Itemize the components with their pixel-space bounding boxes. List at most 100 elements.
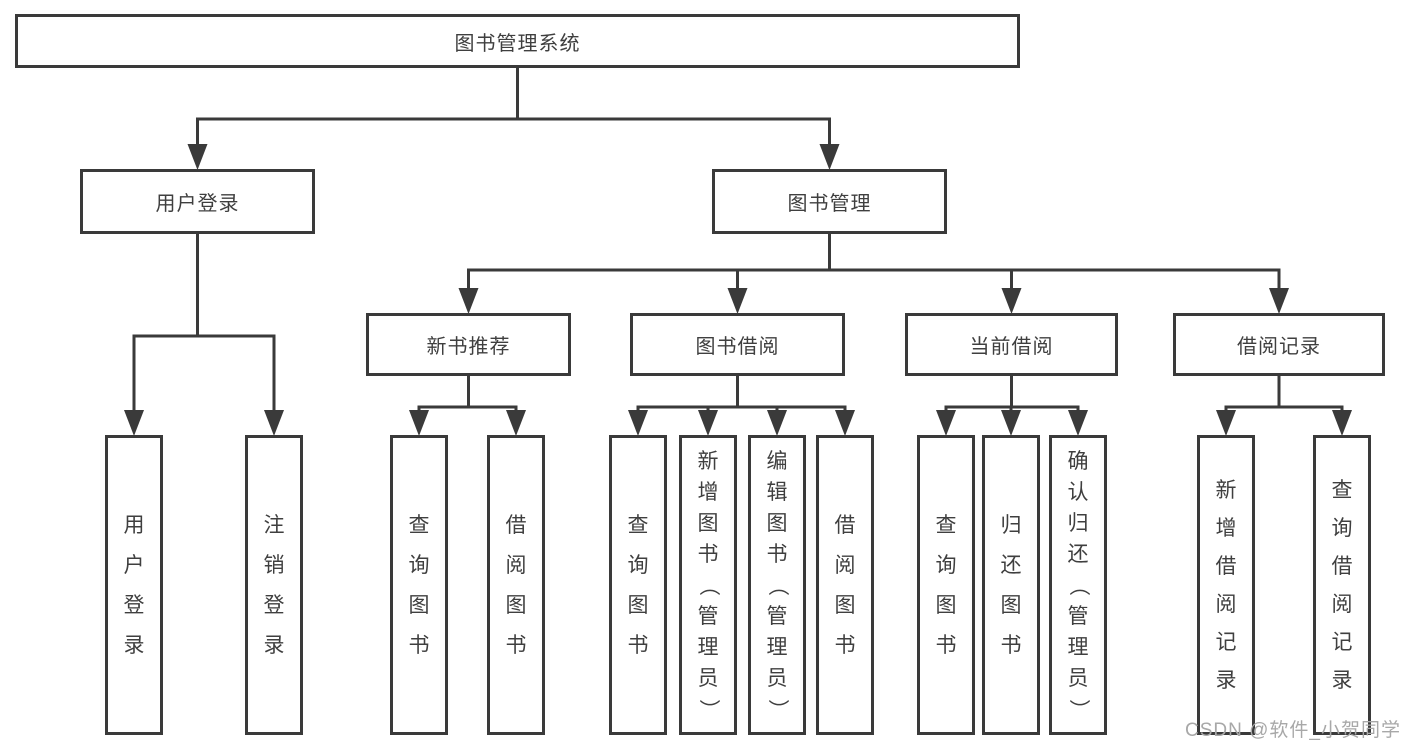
connector bbox=[187, 144, 208, 170]
node-label-char: 管 bbox=[1067, 604, 1089, 628]
connector bbox=[1001, 410, 1021, 436]
node-label-char: 管 bbox=[697, 604, 719, 628]
node-label-char: 书 bbox=[408, 633, 430, 657]
node-label: 当前借阅 bbox=[969, 336, 1054, 358]
node-label-char: 增 bbox=[697, 480, 719, 504]
node-label-char: （ bbox=[696, 574, 720, 596]
node-label-char: 书 bbox=[834, 633, 856, 657]
node-label-char: 图 bbox=[935, 593, 957, 617]
node-confirm-return-admin: 确认归还（管理员） bbox=[1049, 435, 1107, 735]
node-label-char: 图 bbox=[627, 593, 649, 617]
node-label-char: 用 bbox=[123, 513, 145, 537]
node-user-login-action: 用户登录 bbox=[105, 435, 163, 735]
node-label-char: 员 bbox=[766, 666, 788, 690]
connector bbox=[1068, 410, 1088, 436]
node-logout: 注销登录 bbox=[245, 435, 303, 735]
node-label-char: 销 bbox=[263, 553, 285, 577]
node-book-management: 图书管理 bbox=[712, 169, 947, 234]
node-label-char: 阅 bbox=[1215, 592, 1237, 616]
node-label-char: 图 bbox=[505, 593, 527, 617]
connector bbox=[1216, 410, 1236, 436]
connector bbox=[628, 410, 648, 436]
connector bbox=[727, 288, 748, 314]
node-label-char: 录 bbox=[1215, 668, 1237, 692]
node-borrow-book: 借阅图书 bbox=[487, 435, 545, 735]
node-label-char: 新 bbox=[697, 449, 719, 473]
node-label-char: 借 bbox=[1331, 554, 1353, 578]
node-label-char: 询 bbox=[627, 553, 649, 577]
node-label-char: 图 bbox=[697, 511, 719, 535]
node-label-char: 员 bbox=[697, 666, 719, 690]
node-label-char: 书 bbox=[697, 542, 719, 566]
node-borrow-book: 借阅图书 bbox=[816, 435, 874, 735]
node-label-char: 查 bbox=[408, 513, 430, 537]
node-label-char: 归 bbox=[1000, 513, 1022, 537]
node-label-char: 询 bbox=[1331, 516, 1353, 540]
node-label-char: 登 bbox=[263, 593, 285, 617]
node-label-char: 询 bbox=[935, 553, 957, 577]
node-label-char: 书 bbox=[505, 633, 527, 657]
node-label: 用户登录 bbox=[155, 193, 240, 215]
connector bbox=[936, 410, 956, 436]
node-edit-book-admin: 编辑图书（管理员） bbox=[748, 435, 806, 735]
node-label-char: 记 bbox=[1215, 630, 1237, 654]
node-query-books: 查询图书 bbox=[609, 435, 667, 735]
node-label-char: 理 bbox=[766, 635, 788, 659]
node-label-char: 录 bbox=[263, 633, 285, 657]
connector bbox=[767, 410, 787, 436]
node-label-char: 查 bbox=[1331, 478, 1353, 502]
node-label-char: ） bbox=[765, 698, 789, 720]
node-current-borrowing: 当前借阅 bbox=[905, 313, 1118, 376]
node-label-char: 归 bbox=[1067, 511, 1089, 535]
node-label-char: 图 bbox=[766, 511, 788, 535]
node-label-char: 确 bbox=[1067, 449, 1089, 473]
node-label-char: ） bbox=[1066, 698, 1090, 720]
node-label-char: 书 bbox=[766, 542, 788, 566]
node-label-char: 录 bbox=[123, 633, 145, 657]
node-label-char: 借 bbox=[834, 513, 856, 537]
connector bbox=[506, 410, 526, 436]
node-borrowing-records: 借阅记录 bbox=[1173, 313, 1385, 376]
node-label-char: 借 bbox=[505, 513, 527, 537]
node-label-char: 登 bbox=[123, 593, 145, 617]
node-user-login: 用户登录 bbox=[80, 169, 315, 234]
node-label-char: 理 bbox=[1067, 635, 1089, 659]
node-label-char: 辑 bbox=[766, 480, 788, 504]
node-label: 新书推荐 bbox=[426, 336, 511, 358]
node-add-borrow-record: 新增借阅记录 bbox=[1197, 435, 1255, 735]
node-label-char: 编 bbox=[766, 449, 788, 473]
node-label-char: ） bbox=[696, 698, 720, 720]
node-add-book-admin: 新增图书（管理员） bbox=[679, 435, 737, 735]
node-label-char: 注 bbox=[263, 513, 285, 537]
node-label-char: 阅 bbox=[1331, 592, 1353, 616]
connector bbox=[835, 410, 855, 436]
node-label-char: 查 bbox=[627, 513, 649, 537]
node-label-char: 新 bbox=[1215, 478, 1237, 502]
connector bbox=[819, 144, 840, 170]
connector bbox=[1001, 288, 1022, 314]
connector bbox=[409, 410, 429, 436]
node-label-char: 认 bbox=[1067, 480, 1089, 504]
node-library-management-system: 图书管理系统 bbox=[15, 14, 1020, 68]
node-label-char: 增 bbox=[1215, 516, 1237, 540]
node-label-char: （ bbox=[1066, 574, 1090, 596]
node-label: 借阅记录 bbox=[1237, 336, 1321, 358]
node-label-char: 阅 bbox=[505, 553, 527, 577]
connector bbox=[1332, 410, 1352, 436]
node-label-char: 书 bbox=[627, 633, 649, 657]
node-label-char: 图 bbox=[834, 593, 856, 617]
node-label: 图书管理系统 bbox=[454, 32, 581, 55]
node-return-book: 归还图书 bbox=[982, 435, 1040, 735]
connector bbox=[698, 410, 718, 436]
node-label: 图书借阅 bbox=[695, 336, 780, 358]
node-label-char: 管 bbox=[766, 604, 788, 628]
node-new-book-recommendation: 新书推荐 bbox=[366, 313, 571, 376]
node-label-char: 询 bbox=[408, 553, 430, 577]
node-query-borrow-record: 查询借阅记录 bbox=[1313, 435, 1371, 735]
connector bbox=[264, 410, 284, 436]
connector bbox=[124, 410, 144, 436]
node-label-char: 阅 bbox=[834, 553, 856, 577]
node-label-char: 图 bbox=[1000, 593, 1022, 617]
